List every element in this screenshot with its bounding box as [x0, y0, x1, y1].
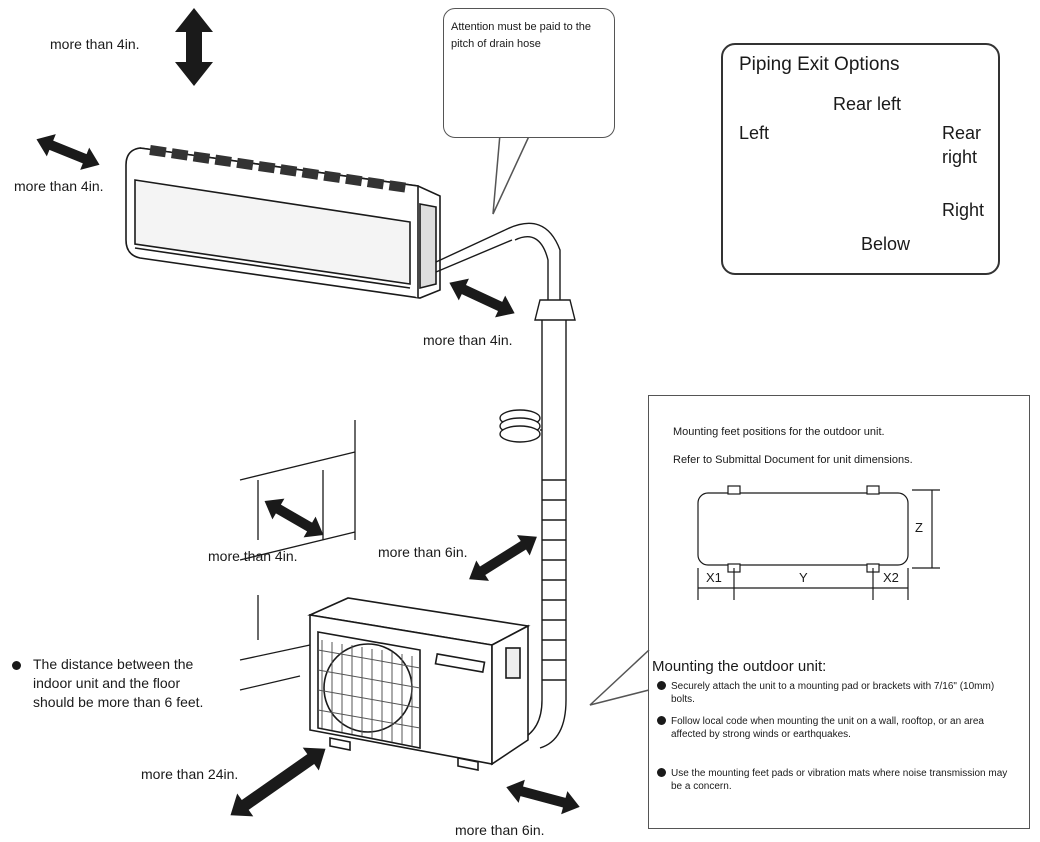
bullet-icon [12, 661, 21, 670]
mounting-bullet-2: Follow local code when mounting the unit… [671, 716, 984, 740]
bullet-icon [657, 716, 666, 725]
clearance-arrow-outdoor-top [469, 535, 537, 581]
label-clearance-left: more than 4in. [14, 178, 104, 194]
mounting-feet-positions: Mounting feet positions for the outdoor … [673, 426, 885, 438]
piping-left: Left [739, 123, 770, 143]
piping-below: Below [861, 234, 911, 254]
piping-title: Piping Exit Options [739, 54, 900, 75]
drain-callout: Attention must be paid to the pitch of d… [443, 8, 615, 138]
mounting-bullet-3: Use the mounting feet pads or vibration … [671, 768, 1008, 792]
piping-exit-options-box: Piping Exit Options Rear left Left Rear … [721, 43, 1000, 275]
wall [239, 420, 356, 691]
label-clearance-outdoor-right: more than 6in. [455, 822, 545, 838]
mounting-heading: Mounting the outdoor unit: [652, 658, 827, 675]
label-clearance-wall: more than 4in. [208, 548, 298, 564]
pipe-coil [499, 409, 542, 443]
dim-x2: X2 [883, 570, 899, 585]
dim-z: Z [915, 520, 923, 535]
label-clearance-outdoor-front: more than 24in. [141, 766, 239, 782]
mounting-feet-diagram [697, 485, 940, 600]
piping-right: Right [942, 200, 985, 220]
clearance-arrow-top [175, 8, 213, 86]
indoor-unit [125, 145, 441, 299]
outdoor-unit [307, 597, 531, 771]
height-note: The distance between the indoor unit and… [33, 656, 204, 710]
label-clearance-outdoor-top: more than 6in. [378, 544, 468, 560]
clearance-arrow-outdoor-right [506, 779, 580, 815]
drain-callout-pointer [492, 133, 531, 215]
piping-rear-left: Rear left [833, 94, 902, 114]
dim-x1: X1 [706, 570, 722, 585]
bullet-icon [657, 768, 666, 777]
label-clearance-indoor-right: more than 4in. [423, 332, 513, 348]
dim-y: Y [799, 570, 808, 585]
clearance-arrow-outdoor-front [230, 747, 326, 817]
drain-note: Attention must be paid to the pitch of d… [451, 21, 592, 50]
clearance-arrow-left [36, 134, 100, 170]
mounting-info-box: Mounting feet positions for the outdoor … [648, 395, 1030, 829]
bullet-icon [657, 681, 666, 690]
mounting-bullet-1: Securely attach the unit to a mounting p… [671, 681, 995, 705]
label-clearance-top: more than 4in. [50, 36, 140, 52]
clearance-arrow-indoor-right [449, 278, 515, 318]
clearance-arrow-wall [264, 498, 324, 538]
mounting-refer: Refer to Submittal Document for unit dim… [673, 454, 913, 466]
mount-callout-pointer [589, 649, 650, 706]
piping-rear-right: Rear right [942, 123, 982, 167]
